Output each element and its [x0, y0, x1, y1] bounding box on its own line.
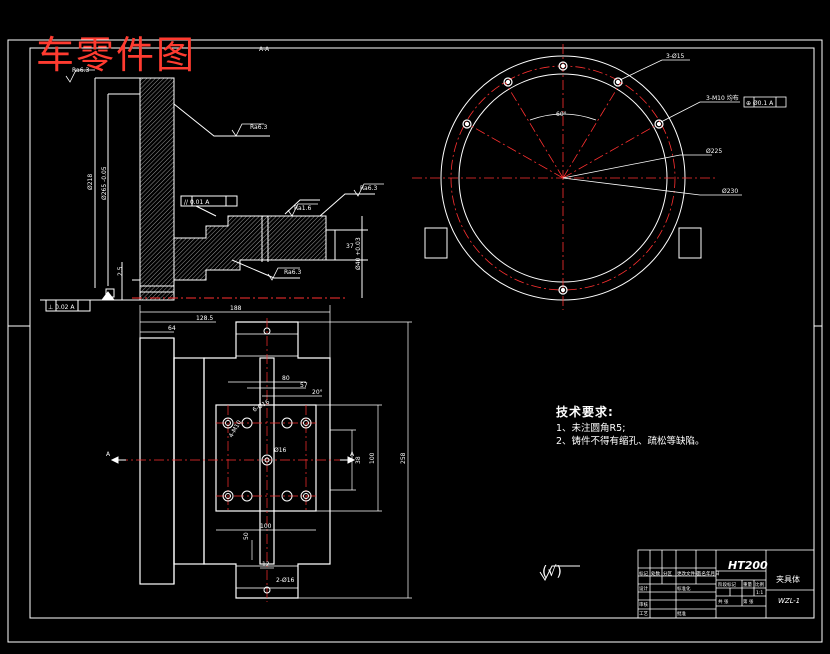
- angle-60: 60°: [556, 111, 567, 118]
- section-texts: A-A Ø218 Ø265 -0.05 2.5 Ra6.3 Ra1.6 Ra6.…: [48, 46, 377, 311]
- svg-text:工艺: 工艺: [639, 611, 648, 617]
- holes-2-phi16: 2-Ø16: [276, 577, 295, 584]
- holes-3-phi15: 3-Ø15: [666, 53, 685, 60]
- dim-dia-218: Ø218: [87, 174, 94, 190]
- surface-finish-note: (√): [542, 564, 562, 580]
- dia-230: Ø230: [722, 188, 738, 195]
- dim-2-5: 2.5: [117, 266, 124, 276]
- dim-38: 38: [355, 456, 362, 464]
- dim-188: 188: [230, 305, 242, 312]
- dim-dia-265: Ø265 -0.05: [101, 166, 108, 200]
- svg-text:签名: 签名: [697, 570, 706, 577]
- title-block-part-name: 夹具体: [776, 575, 800, 584]
- dim-20deg: 20°: [312, 389, 323, 396]
- section-roughness-marks: [65, 69, 384, 281]
- circular-view-holes: [462, 61, 664, 295]
- svg-text:1:1: 1:1: [756, 590, 763, 596]
- dim-64: 64: [168, 325, 176, 332]
- svg-text:批准: 批准: [677, 610, 686, 617]
- svg-text:比例: 比例: [755, 581, 764, 588]
- plan-view-dimensions: [139, 305, 412, 599]
- dim-57: 57: [300, 382, 308, 389]
- dim-80: 80: [282, 375, 290, 382]
- dim-dia-40: Ø40 +0.03: [355, 237, 362, 270]
- roughness-label-3: Ra6.3: [360, 185, 377, 192]
- svg-text:第 张: 第 张: [743, 598, 754, 605]
- section-gdt: [45, 195, 238, 312]
- svg-text:审核: 审核: [639, 601, 648, 608]
- svg-text:更改文件号: 更改文件号: [677, 570, 700, 577]
- svg-text:处数: 处数: [651, 570, 660, 577]
- circular-view-annotations: [529, 59, 787, 196]
- holes-3-m10: 3-M10 均布: [706, 94, 739, 102]
- svg-text:标准化: 标准化: [677, 585, 691, 592]
- svg-text:设计: 设计: [639, 585, 648, 592]
- svg-text:年月日: 年月日: [706, 570, 720, 577]
- section-label: A-A: [259, 46, 270, 53]
- dim-12: 12: [262, 561, 270, 568]
- dim-100-right: 100: [369, 452, 376, 464]
- position-tolerance: ⊕ Ø0.1 A: [746, 100, 774, 107]
- view-arrow-label-left: A: [106, 451, 111, 458]
- circular-view-centerlines: [412, 44, 716, 310]
- dim-37: 37: [346, 243, 354, 250]
- tech-requirement-1: 1、未注圆角R5;: [556, 423, 626, 434]
- roughness-label-4: Ra6.3: [284, 269, 301, 276]
- drawing-frame: [7, 39, 823, 643]
- roughness-label-1: Ra6.3: [250, 124, 267, 131]
- dia-225: Ø225: [706, 148, 722, 155]
- title-block-drawing-no: WZL-1: [778, 597, 801, 605]
- circular-view-texts: 60° 3-Ø15 3-M10 均布 ⊕ Ø0.1 A Ø225 Ø230: [556, 53, 774, 195]
- title-block: [637, 549, 815, 619]
- roughness-label-2: Ra1.6: [294, 205, 311, 212]
- dim-100-bottom: 100: [260, 523, 272, 530]
- tech-requirements-title: 技术要求:: [556, 405, 614, 419]
- dim-50: 50: [243, 532, 250, 540]
- svg-text:分区: 分区: [663, 570, 672, 577]
- svg-text:共 张: 共 张: [718, 598, 729, 605]
- plan-view-centerlines: [118, 318, 345, 602]
- surface-finish-symbol: [539, 565, 580, 582]
- svg-text:标记: 标记: [639, 570, 648, 577]
- plan-view-texts: 188 128.5 64 80 57 20° 6-Ø16 4-M10 Ø16 3…: [106, 305, 407, 584]
- dim-128-5: 128.5: [196, 315, 213, 322]
- view-arrows: [110, 456, 356, 464]
- holes-6-phi16: 6-Ø16: [252, 398, 272, 413]
- plan-view-holes: [222, 327, 312, 594]
- svg-text:阶段标记: 阶段标记: [718, 581, 736, 588]
- title-block-small-labels: 标记 处数 分区 更改文件号 签名 年月日 设计 标准化 阶段标记 重量 比例 …: [639, 570, 764, 617]
- gdt-parallel: // 0.01 A: [184, 199, 210, 206]
- tech-requirement-2: 2、铸件不得有缩孔、疏松等缺陷。: [556, 436, 705, 447]
- hole-phi16: Ø16: [274, 447, 287, 454]
- title-stamp: 车零件图: [36, 33, 197, 77]
- view-arrow-label-right: A: [350, 451, 355, 458]
- gdt-perpendicular: ⊥ 0.02 A: [48, 304, 75, 311]
- section-view: [40, 77, 375, 301]
- plan-view: [139, 321, 331, 599]
- dim-258: 258: [400, 452, 407, 464]
- title-block-material: HT200: [728, 559, 768, 572]
- roughness-label-5: Ra6.3: [72, 67, 89, 74]
- svg-text:重量: 重量: [743, 581, 752, 588]
